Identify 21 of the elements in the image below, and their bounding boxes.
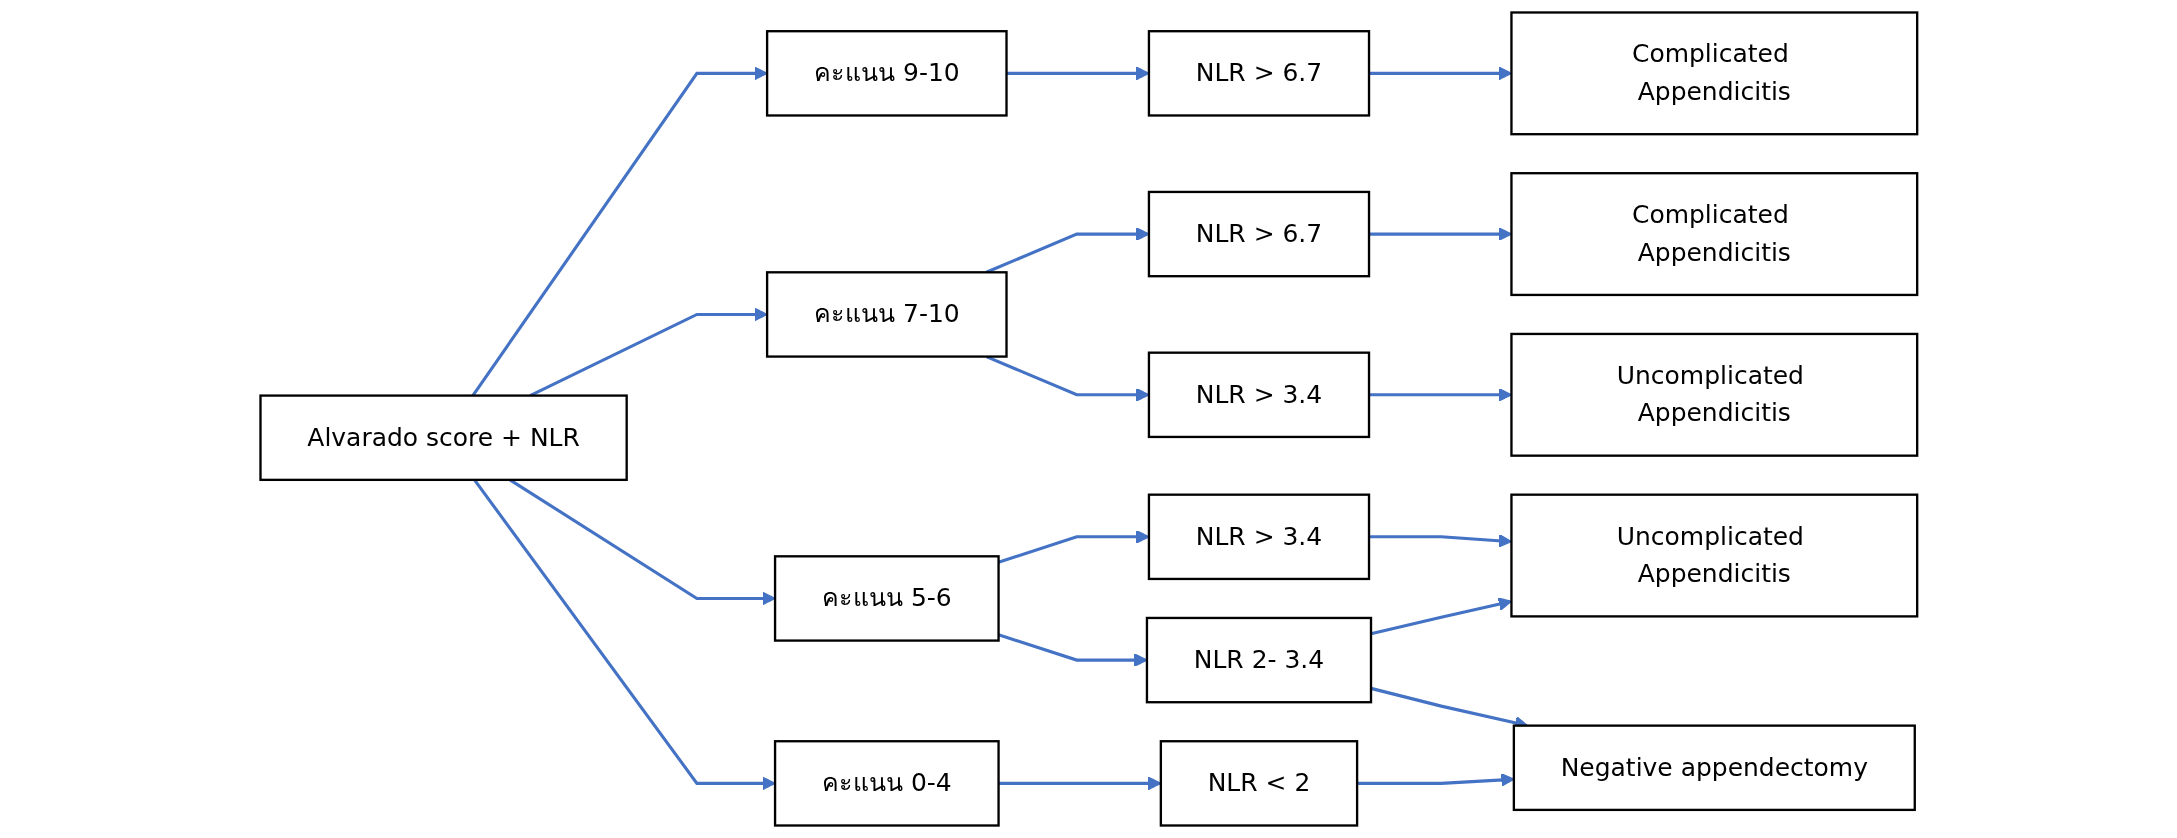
node-box: NLR > 6.7 bbox=[1147, 30, 1370, 117]
arrow bbox=[1368, 387, 1512, 402]
node-box: NLR 2- 3.4 bbox=[1145, 616, 1372, 704]
node-box: Uncomplicated Appendicitis bbox=[1509, 332, 1918, 457]
node-box: Uncomplicated Appendicitis bbox=[1509, 493, 1918, 618]
node-box: NLR > 6.7 bbox=[1147, 190, 1370, 278]
arrow bbox=[1368, 533, 1512, 548]
node-box: NLR > 3.4 bbox=[1147, 351, 1370, 439]
node-box: NLR > 3.4 bbox=[1147, 493, 1370, 581]
node-box: คะแนน 9-10 bbox=[765, 30, 1008, 117]
node-box: คะแนน 5-6 bbox=[773, 555, 1000, 642]
arrow bbox=[1368, 66, 1512, 81]
arrow bbox=[1368, 227, 1512, 241]
arrow bbox=[1370, 597, 1512, 636]
node-box: NLR < 2 bbox=[1159, 740, 1358, 827]
node-box: Complicated Appendicitis bbox=[1509, 11, 1918, 136]
node-box: Alvarado score + NLR bbox=[258, 394, 628, 482]
node-box: Complicated Appendicitis bbox=[1509, 172, 1918, 297]
node-box: Negative appendectomy bbox=[1512, 724, 1916, 812]
node-box: คะแนน 7-10 bbox=[765, 271, 1008, 358]
node-box: คะแนน 0-4 bbox=[773, 740, 1000, 827]
